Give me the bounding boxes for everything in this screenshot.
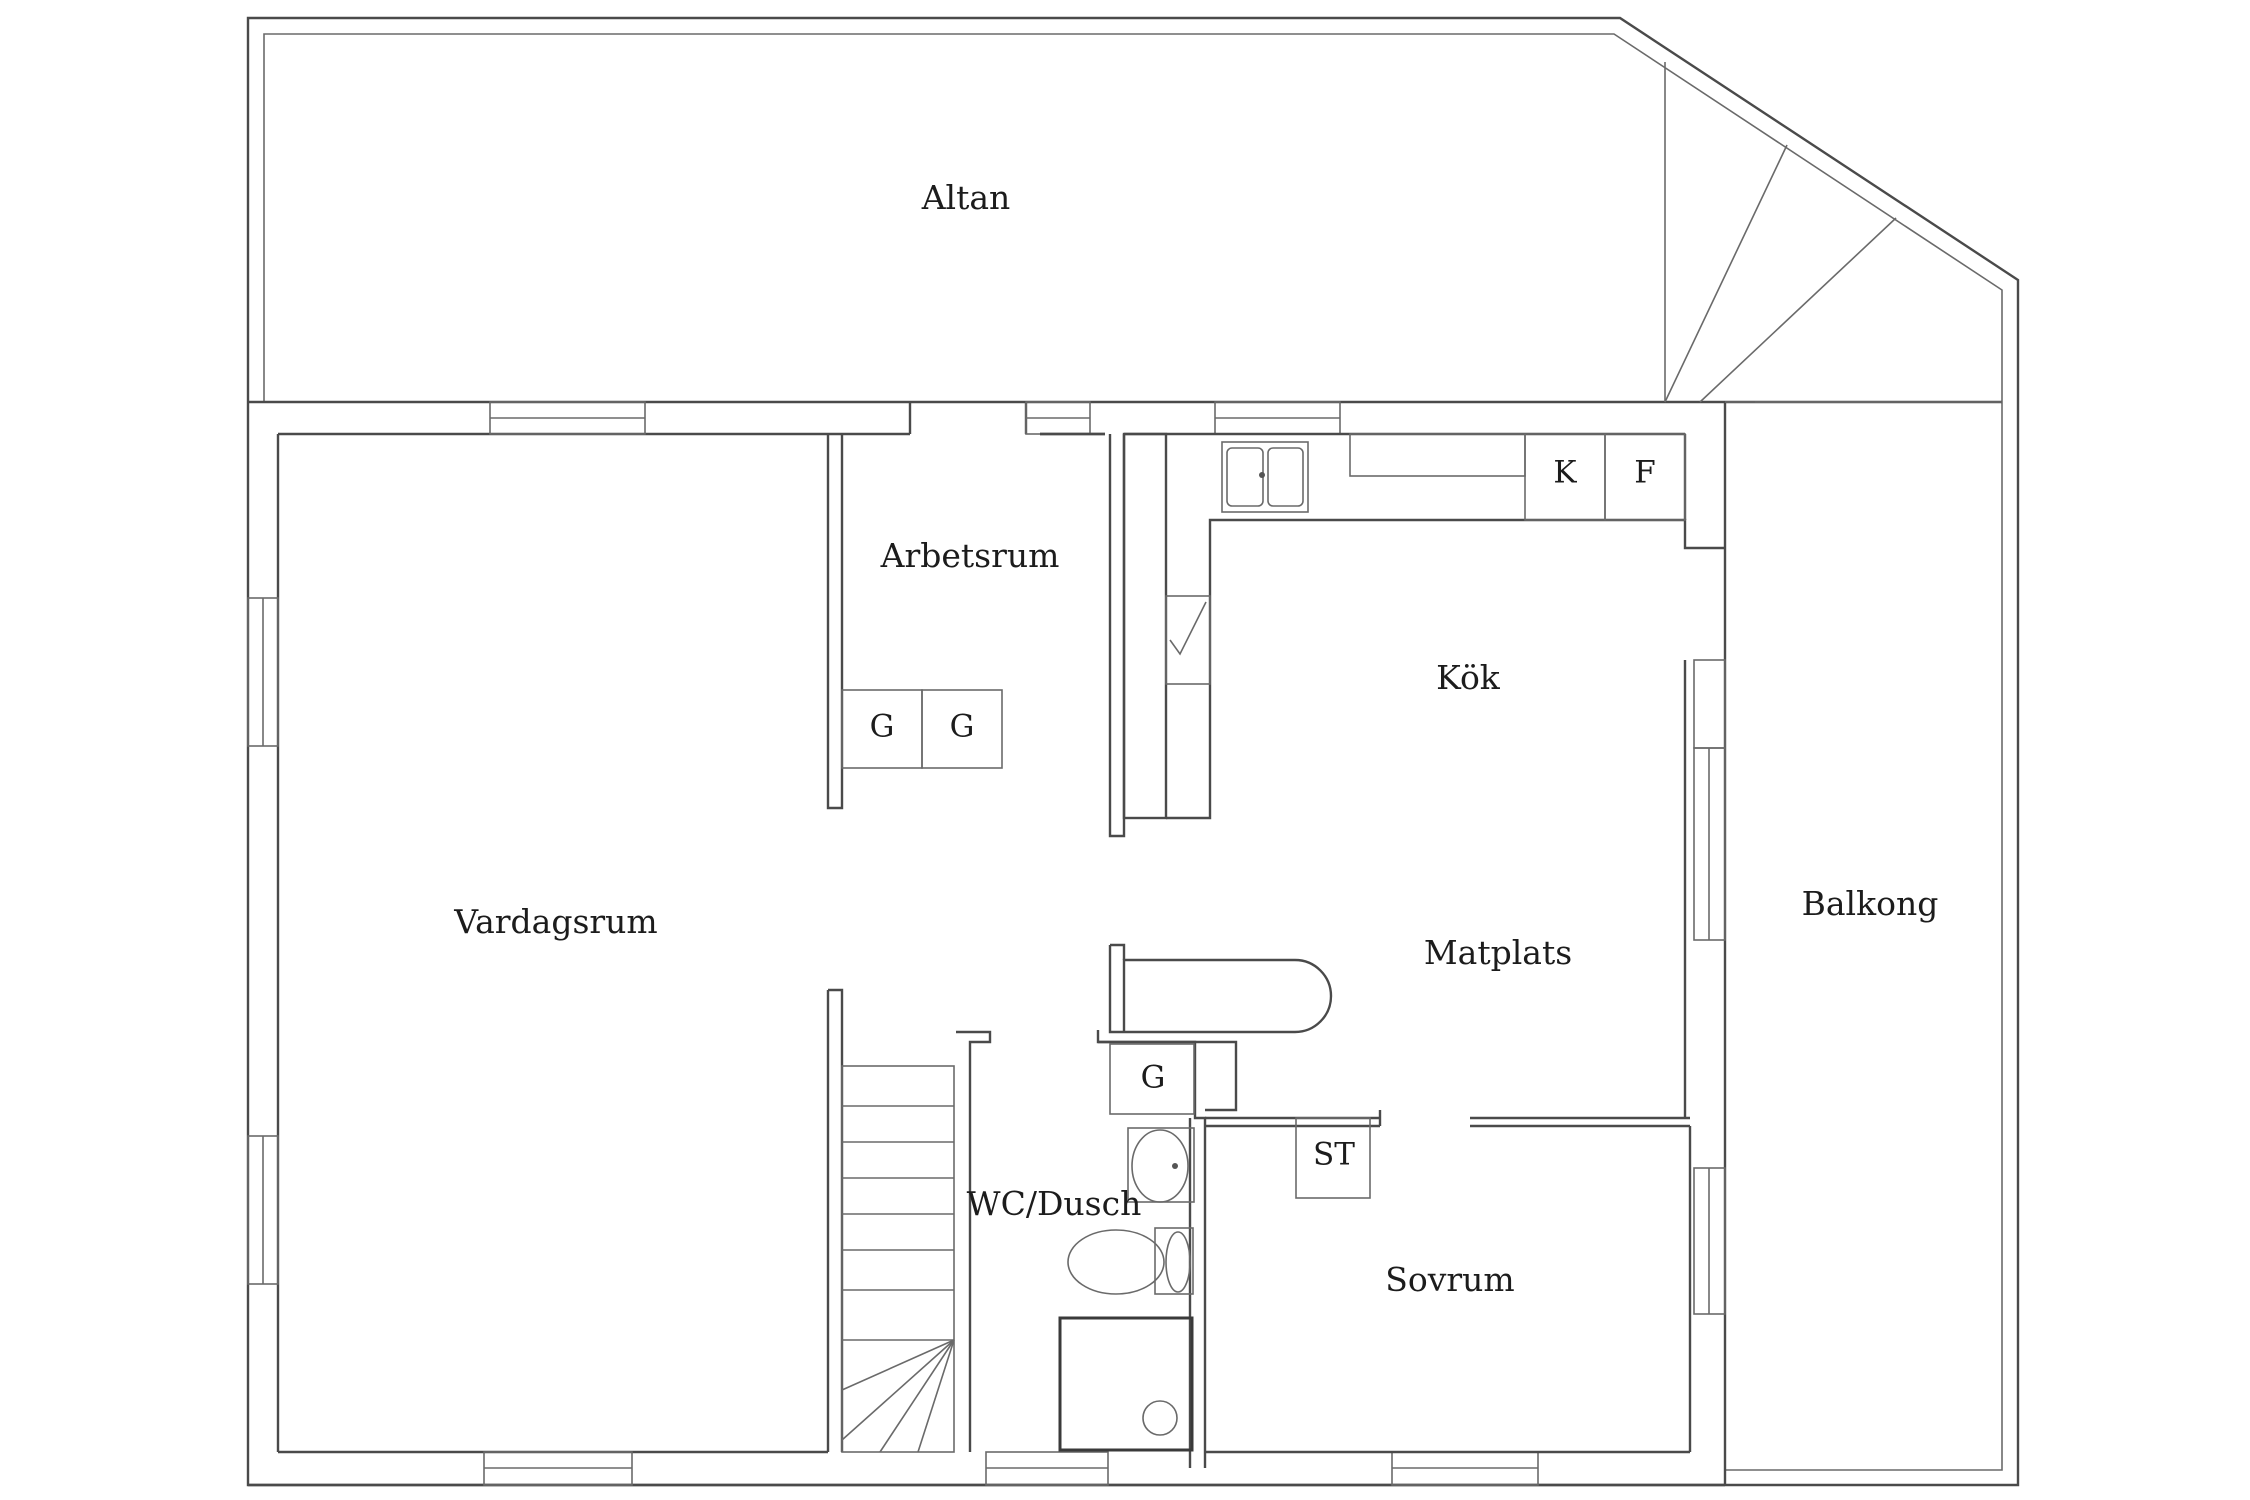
shower-icon	[1058, 1316, 1194, 1452]
windows	[247, 401, 1726, 1486]
room-label-arbetsrum: Arbetsrum	[880, 536, 1060, 575]
toilet-icon	[1067, 1227, 1194, 1295]
room-label-matplats: Matplats	[1424, 933, 1572, 972]
room-label-wc-dusch: WC/Dusch	[967, 1184, 1142, 1223]
fixture-label-g-hall: G	[1141, 1060, 1166, 1096]
room-label-altan: Altan	[921, 178, 1011, 217]
terrace-stairs	[1664, 62, 1897, 403]
room-labels: Altan Arbetsrum Kök Matplats Vardagsrum …	[453, 178, 1938, 1299]
interior-walls	[826, 432, 1725, 1468]
fixture-label-g-2: G	[950, 709, 975, 745]
room-label-kok: Kök	[1436, 658, 1501, 697]
fixture-label-kyl: K	[1553, 455, 1577, 491]
room-label-vardagsrum: Vardagsrum	[453, 902, 657, 941]
interior-stairs	[841, 1065, 955, 1453]
room-label-sovrum: Sovrum	[1385, 1260, 1514, 1299]
washbasin-icon	[1127, 1127, 1195, 1203]
st-closet	[1295, 1117, 1371, 1199]
dishwasher-icon	[1165, 595, 1211, 685]
fixture-labels: G G G K F ST	[870, 455, 1656, 1173]
arbetsrum-wardrobes	[841, 689, 1003, 769]
kitchen-fixtures	[1165, 433, 1686, 685]
room-label-balkong: Balkong	[1802, 884, 1939, 923]
fixture-label-frys: F	[1634, 455, 1656, 491]
outer-walls	[246, 16, 2020, 1487]
sink-icon	[1221, 441, 1309, 513]
fixture-label-st: ST	[1313, 1137, 1355, 1173]
wc-fixtures	[1058, 1043, 1195, 1452]
fixture-label-g-1: G	[870, 709, 895, 745]
